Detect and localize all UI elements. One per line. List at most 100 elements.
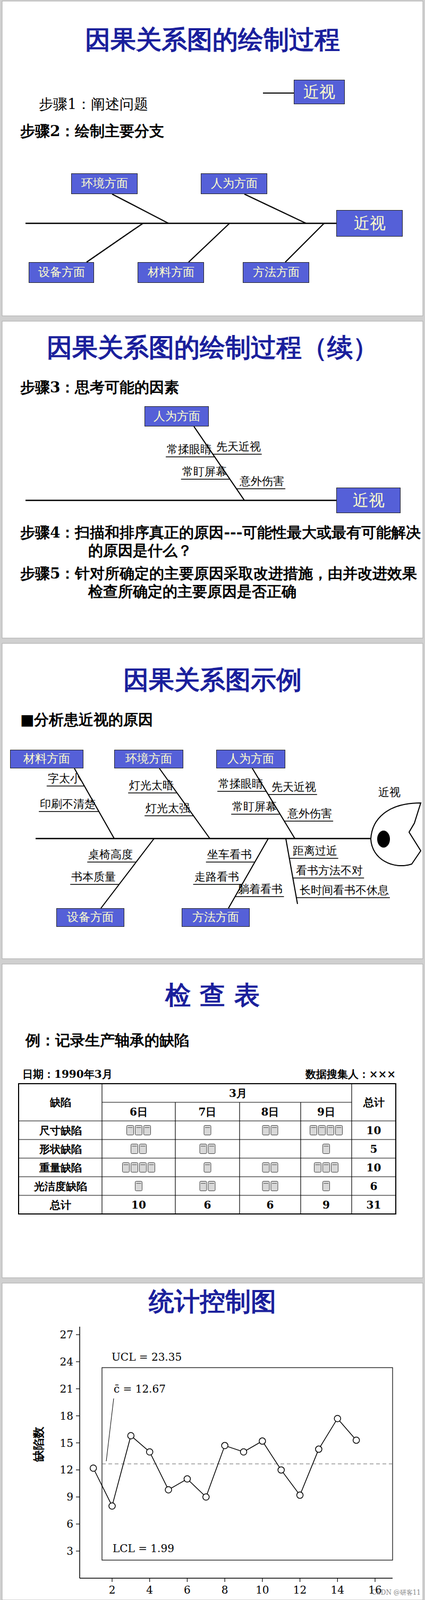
tally-icon [200,1144,206,1146]
tally-icon [136,1126,142,1127]
axis-tick [299,1576,301,1581]
table-cell: 重量缺陷 [39,1160,82,1173]
slide-title: 因果关系图的绘制过程 [85,24,340,56]
cause-label: 字太小 [47,771,82,785]
tally-icon [131,1143,139,1153]
cause-line [38,810,99,812]
cause-label: 桌椅高度 [88,847,133,861]
cause-line [87,860,136,862]
tally-icon [143,1124,151,1135]
data-point [353,1435,360,1442]
box-text: 人为方面 [153,409,201,423]
table-cell: 总计 [363,1094,385,1108]
axis-tick [75,1360,80,1361]
axis-tick [75,1549,80,1550]
cause-line [217,789,267,792]
table-cell: 总计 [49,1197,72,1211]
tally-icon [324,1163,329,1164]
tick-label: 3 [66,1543,74,1557]
cause-line [46,784,85,786]
tally-icon [311,1126,317,1127]
axis-tick [149,1576,150,1581]
branch-connector [188,223,337,262]
tally-icon [149,1163,155,1164]
tally-icon [199,1180,207,1190]
table-cell: 6 [266,1197,275,1211]
data-point [334,1414,341,1421]
leader-line [106,1397,114,1460]
slide-panel [2,1281,423,1599]
tally-icon [270,1161,278,1172]
axis-tick [261,1576,263,1581]
tally-icon [272,1182,277,1183]
table-cell: 31 [366,1197,382,1211]
tick-label: 27 [60,1327,74,1340]
axis-tick [374,1576,376,1581]
tally-icon [200,1182,206,1183]
table-cell: 7日 [198,1104,217,1118]
tally-icon [199,1143,207,1153]
data-point [127,1431,134,1438]
cause-label: 先天近视 [271,779,317,794]
tally-icon [262,1124,270,1135]
cause-line [70,882,119,884]
table-cell: 9 [322,1197,330,1211]
category-box: 环境方面 [114,749,184,768]
tally-icon [263,1163,269,1164]
tick-label: 12 [293,1582,307,1595]
tally-icon [204,1124,211,1135]
slide-title: 因果关系图的绘制过程（续） [46,332,379,363]
slide-title: 统计控制图 [148,1285,277,1316]
data-point [221,1441,228,1448]
cause-line [206,860,255,862]
cause-label: 坐车看书 [207,847,252,861]
axis-tick [75,1522,80,1524]
table-note: 数据搜集人：××× [305,1066,396,1080]
tick-label: 21 [60,1381,74,1394]
cause-label: 先天近视 [216,439,261,454]
category-box: 设备方面 [28,261,95,283]
tally-icon [318,1124,326,1135]
effect-label: 近视 [378,785,401,799]
cause-line [292,876,364,878]
slide-panel [2,642,423,958]
cause-line [144,814,194,816]
cause-line [296,896,390,898]
table-cell: 3月 [228,1085,248,1099]
tally-icon [128,1126,133,1127]
tick-label: 9 [66,1489,74,1502]
cause-label: 躺着看书 [238,881,283,896]
tally-icon [262,1180,270,1190]
tick-label: 10 [255,1582,269,1595]
tally-icon [314,1161,322,1172]
slide-title: 检 查 表 [165,979,260,1010]
table-cell: 6 [370,1178,378,1192]
table-cell: 缺陷 [49,1094,72,1108]
data-point [183,1474,191,1481]
category-box: 方法方面 [242,261,310,283]
tally-icon [209,1182,215,1183]
tick-label: 14 [330,1582,345,1595]
axis-tick [75,1468,80,1469]
tally-icon [132,1144,138,1146]
control-limits [102,1366,393,1559]
cause-line [193,882,243,884]
axis-tick [75,1495,80,1496]
cause-label: 常盯屏幕 [232,799,277,813]
tally-icon [145,1126,150,1127]
tally-icon [132,1163,138,1164]
tick-label: 15 [60,1435,74,1449]
axis-title: 缺陷数 [31,1425,46,1461]
tally-icon [208,1180,216,1190]
cause-label: 书本质量 [71,869,116,883]
cause-label: 意外伤害 [239,474,285,488]
box-text: 近视 [352,490,385,510]
table-note: 日期：1990年3月 [22,1066,113,1080]
tally-icon [122,1161,130,1172]
x-axis [79,1576,393,1578]
fish-spine [35,837,372,839]
tally-icon [331,1161,339,1172]
tally-icon [270,1124,278,1135]
cause-label: 灯光太强 [145,801,191,815]
axis-tick [75,1441,80,1442]
